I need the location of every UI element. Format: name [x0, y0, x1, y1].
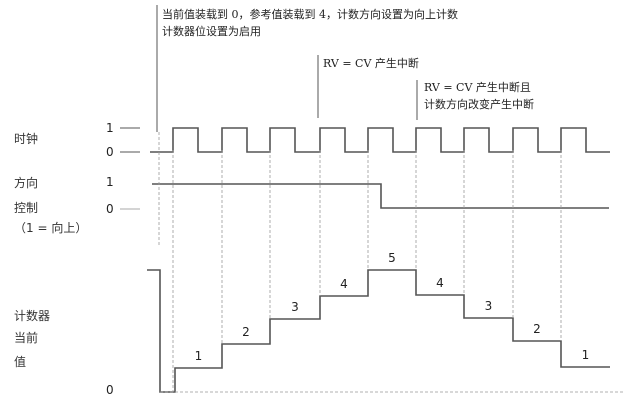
- counter-value-label: 4: [436, 276, 444, 290]
- counter-value-label: 4: [340, 277, 348, 291]
- direction-low-label: 0: [106, 202, 114, 216]
- clock-low-label: 0: [106, 145, 114, 159]
- counter-value-label: 1: [582, 348, 590, 362]
- direction-note: （1 = 向上）: [14, 220, 87, 235]
- counter-value-label: 3: [291, 300, 299, 314]
- direction-label-line2: 控制: [14, 201, 38, 215]
- annotation-rv-cv-dir-line2: 计数方向改变产生中断: [424, 97, 534, 111]
- direction-label-line1: 方向: [14, 175, 38, 190]
- annotation-initial-line2: 计数器位设置为启用: [162, 24, 261, 38]
- counter-label-line3: 值: [14, 354, 26, 369]
- clock-waveform: [150, 127, 610, 153]
- counter-value-label: 1: [195, 349, 203, 363]
- direction-waveform: [152, 183, 609, 209]
- direction-high-label: 1: [106, 175, 114, 189]
- counter-value-label: 2: [533, 322, 541, 336]
- clock-high-label: 1: [106, 121, 114, 135]
- counter-waveform: [147, 269, 610, 393]
- counter-value-label: 5: [388, 251, 396, 265]
- annotation-initial-line1: 当前值装载到 0，参考值装载到 4，计数方向设置为向上计数: [162, 7, 458, 21]
- annotation-rv-cv: RV = CV 产生中断: [323, 56, 419, 70]
- counter-value-label: 2: [242, 325, 250, 339]
- counter-value-label: 3: [485, 299, 493, 313]
- annotation-rv-cv-dir-line1: RV = CV 产生中断且: [424, 80, 531, 94]
- counter-label-line1: 计数器: [14, 308, 50, 323]
- clock-label: 时钟: [14, 131, 38, 146]
- counter-label-line2: 当前: [14, 330, 38, 345]
- counter-zero-label: 0: [106, 383, 114, 397]
